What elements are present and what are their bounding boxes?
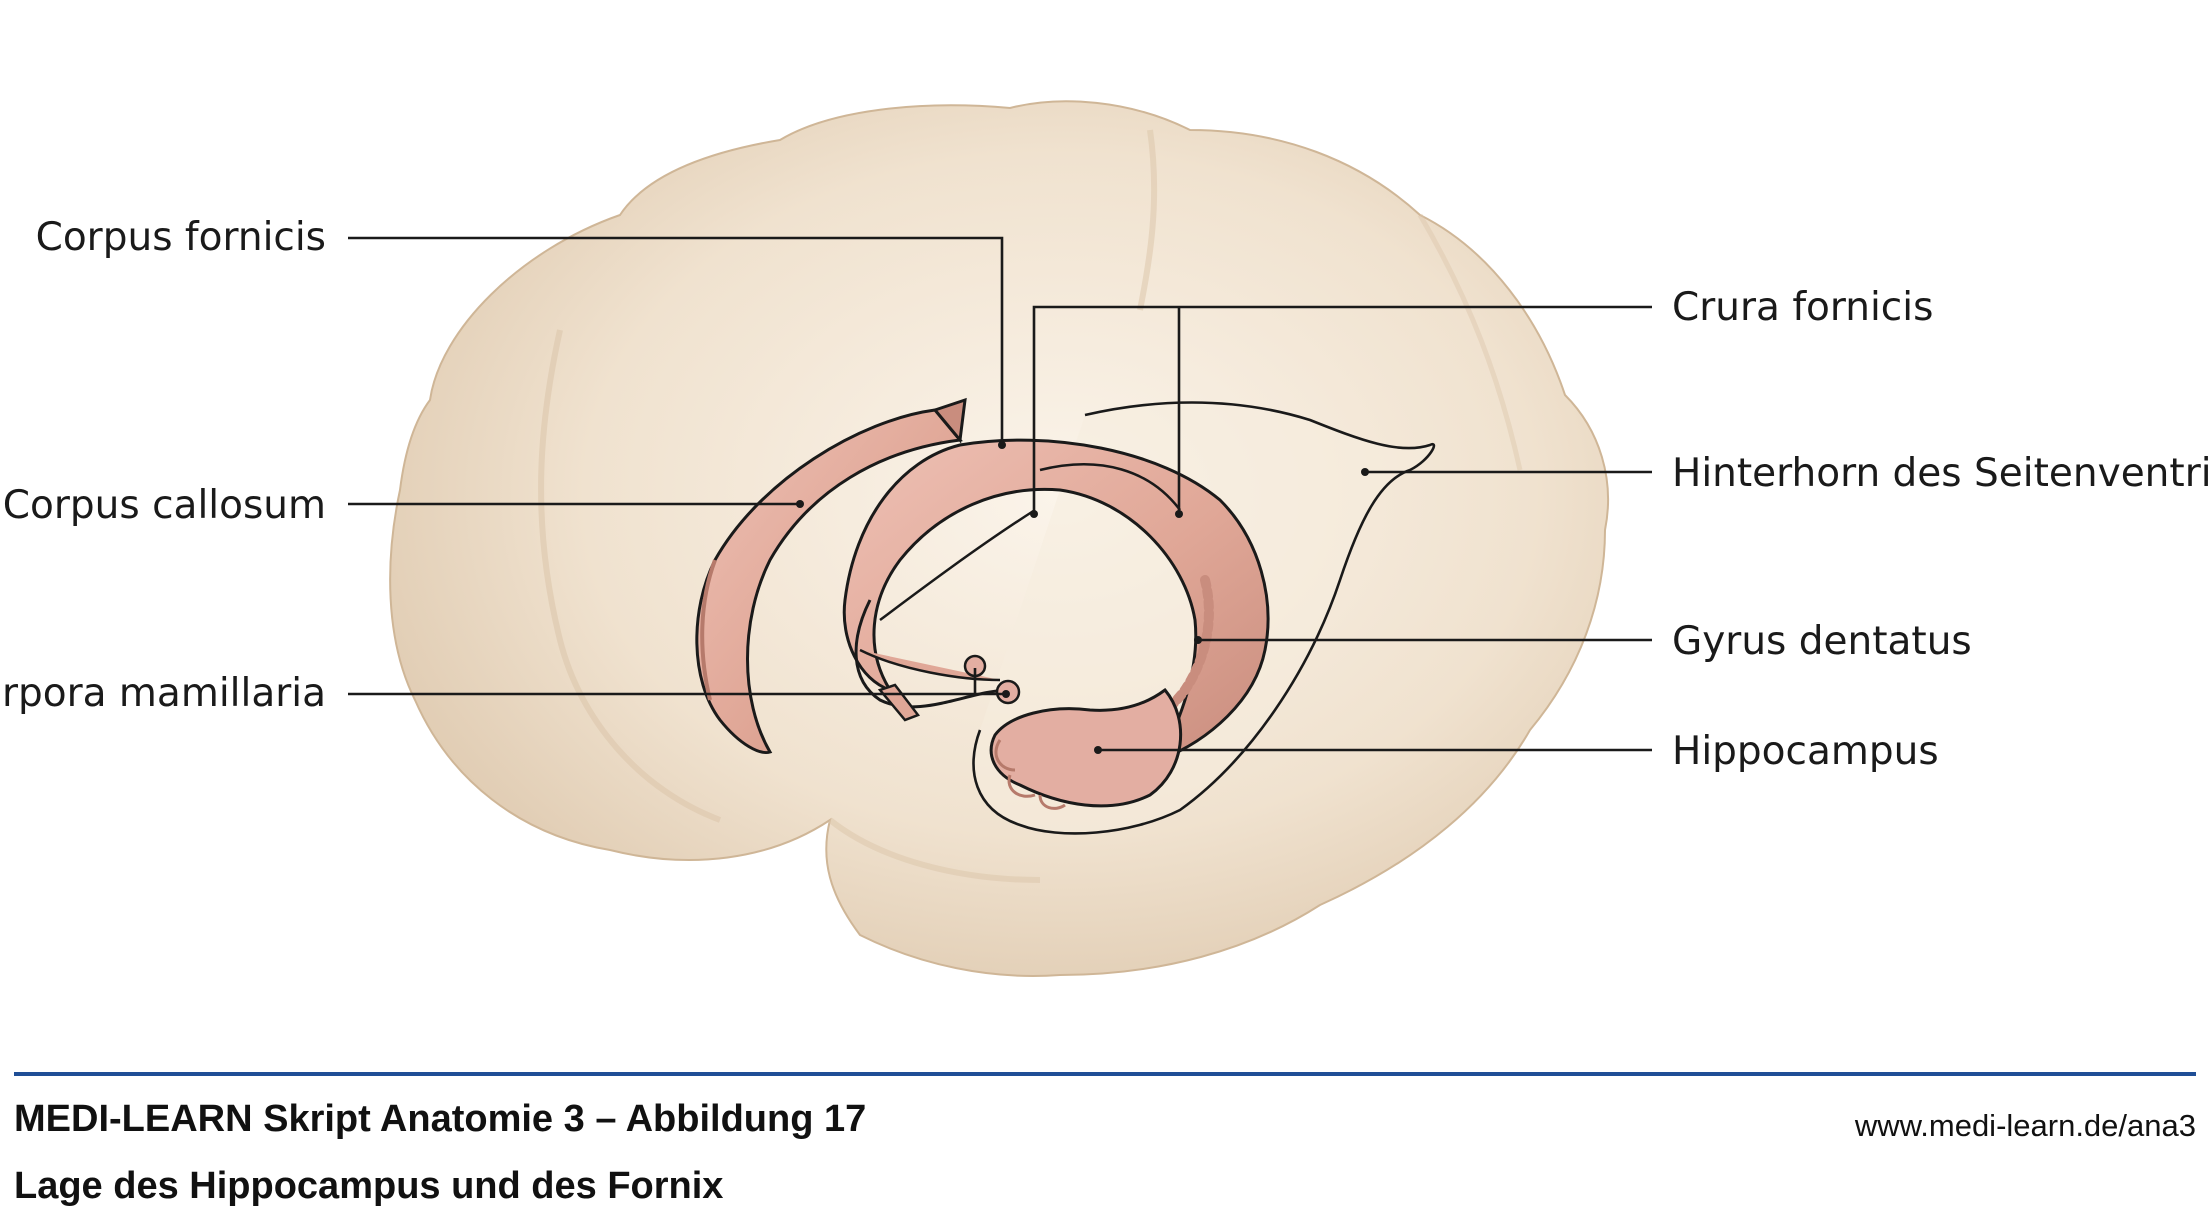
- source-url: www.medi-learn.de/ana3: [1854, 1108, 2196, 1143]
- label-hinterhorn: Hinterhorn des Seitenventrikels: [1672, 451, 2210, 496]
- label-corpora-mamillaria: Corpora mamillaria: [0, 671, 326, 716]
- label-corpus-fornicis: Corpus fornicis: [36, 215, 326, 260]
- label-corpus-callosum: Corpus callosum: [3, 483, 326, 528]
- hippocampus-shape: [989, 687, 1183, 810]
- label-hippocampus: Hippocampus: [1672, 729, 1939, 774]
- leader-corpus-fornicis: [348, 236, 1004, 445]
- fornix-shape: [842, 438, 1270, 763]
- caption-subtitle: Lage des Hippocampus und des Fornix: [14, 1165, 724, 1207]
- label-crura-fornicis: Crura fornicis: [1672, 285, 1933, 330]
- brain-hemisphere: [389, 100, 1609, 977]
- caption-divider: [14, 1072, 2196, 1076]
- leader-crura-fornicis: [1032, 305, 1652, 514]
- leaders: [348, 236, 1652, 754]
- caption-title: MEDI-LEARN Skript Anatomie 3 – Abbildung…: [14, 1098, 867, 1140]
- label-gyrus-dentatus: Gyrus dentatus: [1672, 619, 1972, 664]
